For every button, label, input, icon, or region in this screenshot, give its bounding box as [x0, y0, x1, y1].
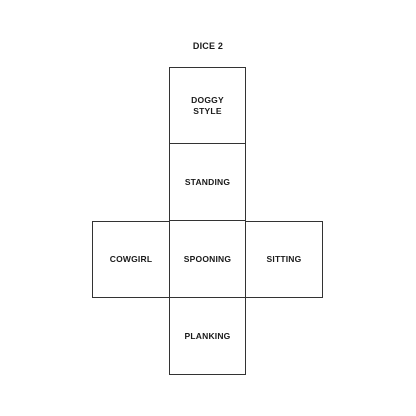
dice-face-left: COWGIRL: [92, 221, 169, 298]
dice-face-right: SITTING: [246, 221, 323, 298]
dice-face-bottom: PLANKING: [169, 298, 246, 375]
dice-face-top: DOGGY STYLE: [169, 67, 246, 144]
dice-face-center: SPOONING: [169, 221, 246, 298]
diagram-title: DICE 2: [192, 41, 224, 51]
dice-face-upper: STANDING: [169, 144, 246, 221]
